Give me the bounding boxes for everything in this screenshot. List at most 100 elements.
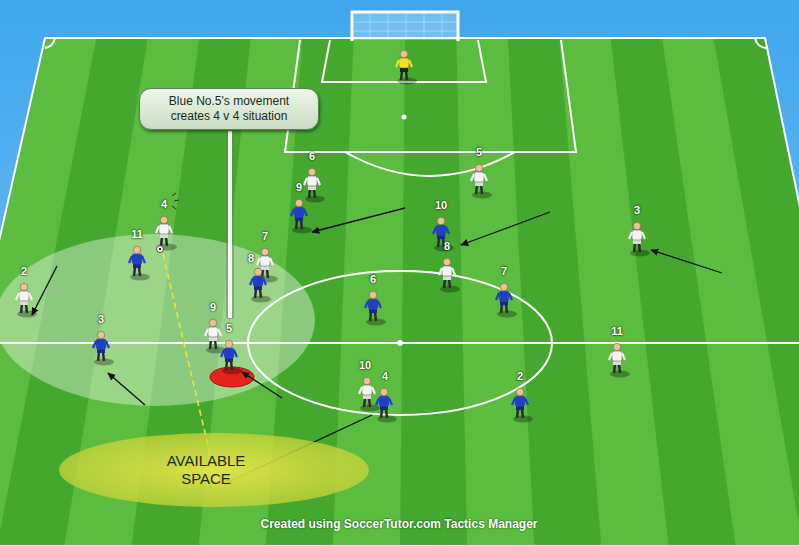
player-leg [139,267,140,276]
player-number: 9 [210,301,216,313]
player-arm [629,232,632,239]
player-shirt [307,176,317,186]
player-leg [260,289,261,298]
player-arm [471,174,474,181]
player-arm [496,293,499,300]
movement-arrow [461,212,550,245]
player-number: 6 [370,273,376,285]
player-arm [622,353,625,360]
player-leg [375,312,376,321]
white-player [205,319,226,353]
movement-arrow [108,373,145,405]
blue-player [433,217,454,251]
player-number: 10 [359,359,371,371]
player-leg [476,185,477,194]
player-arm [433,227,436,234]
player-leg [370,312,371,321]
player-head [261,248,269,256]
player-leg [26,304,27,313]
player-shirt [253,276,263,286]
player-head [308,168,316,176]
goal [352,12,458,41]
player-arm [29,293,32,300]
player-arm [359,387,362,394]
player-head [613,343,621,351]
player-arm [257,258,260,265]
player-arm [609,353,612,360]
player-number: 4 [161,198,167,210]
player-leg [21,304,22,313]
space-ellipse-shape [59,433,369,507]
grass-stripes [0,38,799,546]
player-arm [372,387,375,394]
player-leg [634,243,635,252]
goal-net [352,12,458,40]
player-head [225,340,233,348]
callout-box: Blue No.5's movement creates 4 v 4 situa… [139,88,319,130]
player-head [295,199,303,207]
goal-frame [352,12,458,41]
player-arm [270,258,273,265]
player-head [97,331,105,339]
player-number: 11 [611,325,623,337]
space-zone: AVAILABLE SPACE [58,432,370,508]
movement-arrow [651,250,722,273]
player-arm [365,301,368,308]
player-head [437,217,445,225]
player-arm [156,226,159,233]
player-leg [449,279,450,288]
player-arm [106,341,109,348]
player-arm [509,293,512,300]
player-leg [386,409,387,418]
player-leg [444,279,445,288]
player-shirt [474,172,484,182]
player-leg [501,304,502,313]
white-player [609,343,630,377]
player-leg [210,340,211,349]
callout-text: Blue No.5's movement creates 4 v 4 situa… [148,94,310,124]
player-shirt [208,327,218,337]
player-leg [98,352,99,361]
player-leg [443,238,444,247]
player-leg [296,220,297,229]
player-leg [401,71,402,80]
player-head [400,50,408,58]
player-leg [614,364,615,373]
player-shirt [19,291,29,301]
player-shirt [362,385,372,395]
player-arm [291,209,294,216]
player-leg [438,238,439,247]
player-shirt [132,254,142,264]
player-arm [512,398,515,405]
touchline [0,38,799,546]
player-head [369,291,377,299]
player-shirt [612,351,622,361]
player-leg [309,189,310,198]
blue-player [512,388,533,422]
player-number: 2 [517,370,523,382]
player-shirt [294,207,304,217]
player-leg [381,409,382,418]
player-shirt [379,396,389,406]
player-arm [16,293,19,300]
penalty-arc [345,152,515,176]
player-number: 5 [476,146,482,158]
player-arm [205,329,208,336]
player-head [254,268,262,276]
callout-pointer [227,131,233,318]
blue-player [291,199,312,233]
blue-player [129,246,150,280]
player-leg [364,398,365,407]
player-leg [369,398,370,407]
player-leg [639,243,640,252]
player-number: 3 [98,313,104,325]
player-shirt [442,266,452,276]
player-shirt [96,339,106,349]
player-number: 3 [634,204,640,216]
player-head [443,258,451,266]
player-leg [231,361,232,370]
player-arm [439,268,442,275]
player-shirt [159,224,169,234]
player-arm [142,256,145,263]
player-leg [255,289,256,298]
